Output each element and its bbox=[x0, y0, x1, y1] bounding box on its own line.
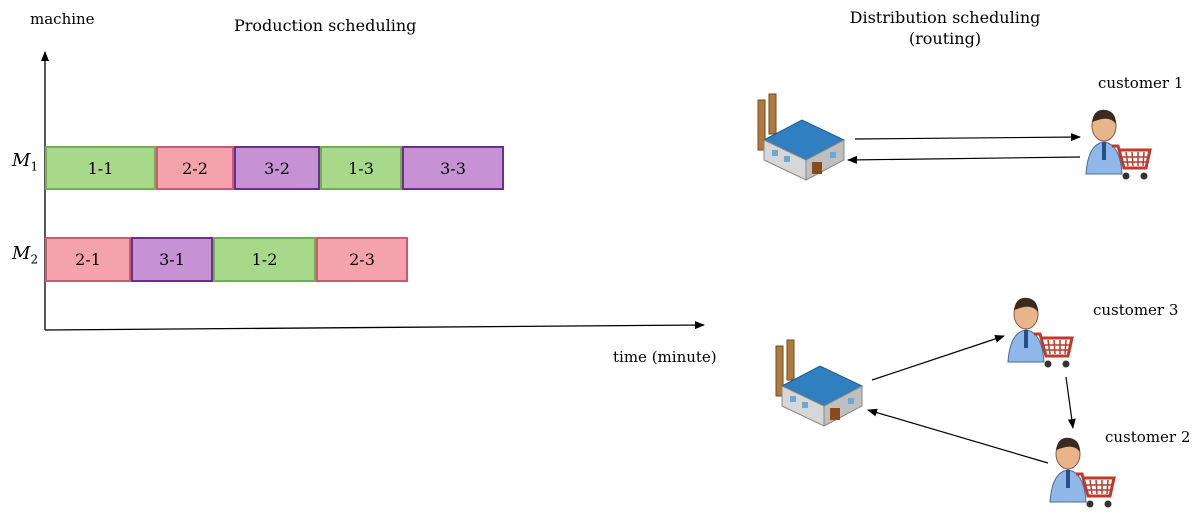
y-axis-label: machine bbox=[30, 10, 95, 28]
route-arrow-customer-1-to-depot bbox=[847, 155, 1081, 164]
route-arrow-customer-3-to-customer-2 bbox=[1065, 376, 1076, 429]
job-block-m1-2: 2-2 bbox=[156, 146, 234, 190]
distribution-title-line-1: Distribution scheduling bbox=[849, 8, 1041, 27]
machine-label-2: M2 bbox=[12, 243, 39, 267]
customer-shopping-cart-icon bbox=[1049, 437, 1116, 508]
distribution-title-line-2: (routing) bbox=[908, 29, 982, 48]
customer-shopping-cart-icon bbox=[1085, 109, 1152, 180]
job-block-m1-3: 3-2 bbox=[234, 146, 320, 190]
job-block-m2-1: 2-1 bbox=[45, 237, 131, 282]
customer-2-label: customer 2 bbox=[1105, 428, 1191, 446]
route-arrow-depot-to-customer-3 bbox=[871, 335, 1005, 381]
customer-1-label: customer 1 bbox=[1098, 74, 1184, 92]
job-block-m2-4: 2-3 bbox=[316, 237, 408, 282]
x-axis bbox=[44, 321, 705, 331]
customer-shopping-cart-icon bbox=[1007, 297, 1074, 368]
customer-3-label: customer 3 bbox=[1093, 301, 1179, 319]
job-block-m1-1: 1-1 bbox=[45, 146, 156, 190]
job-block-m1-5: 3-3 bbox=[402, 146, 504, 190]
x-axis-label: time (minute) bbox=[613, 348, 717, 366]
factory-icon bbox=[775, 339, 864, 427]
factory-icon bbox=[757, 93, 846, 181]
production-title: Production scheduling bbox=[234, 16, 417, 35]
job-block-m1-4: 1-3 bbox=[320, 146, 402, 190]
distribution-title: Distribution scheduling (routing) bbox=[840, 8, 1050, 48]
job-block-m2-2: 3-1 bbox=[131, 237, 213, 282]
route-arrow-depot-to-customer-1 bbox=[854, 133, 1081, 142]
job-block-m2-3: 1-2 bbox=[213, 237, 316, 282]
machine-label-1: M1 bbox=[12, 150, 39, 174]
route-arrow-customer-2-to-depot bbox=[867, 408, 1049, 464]
